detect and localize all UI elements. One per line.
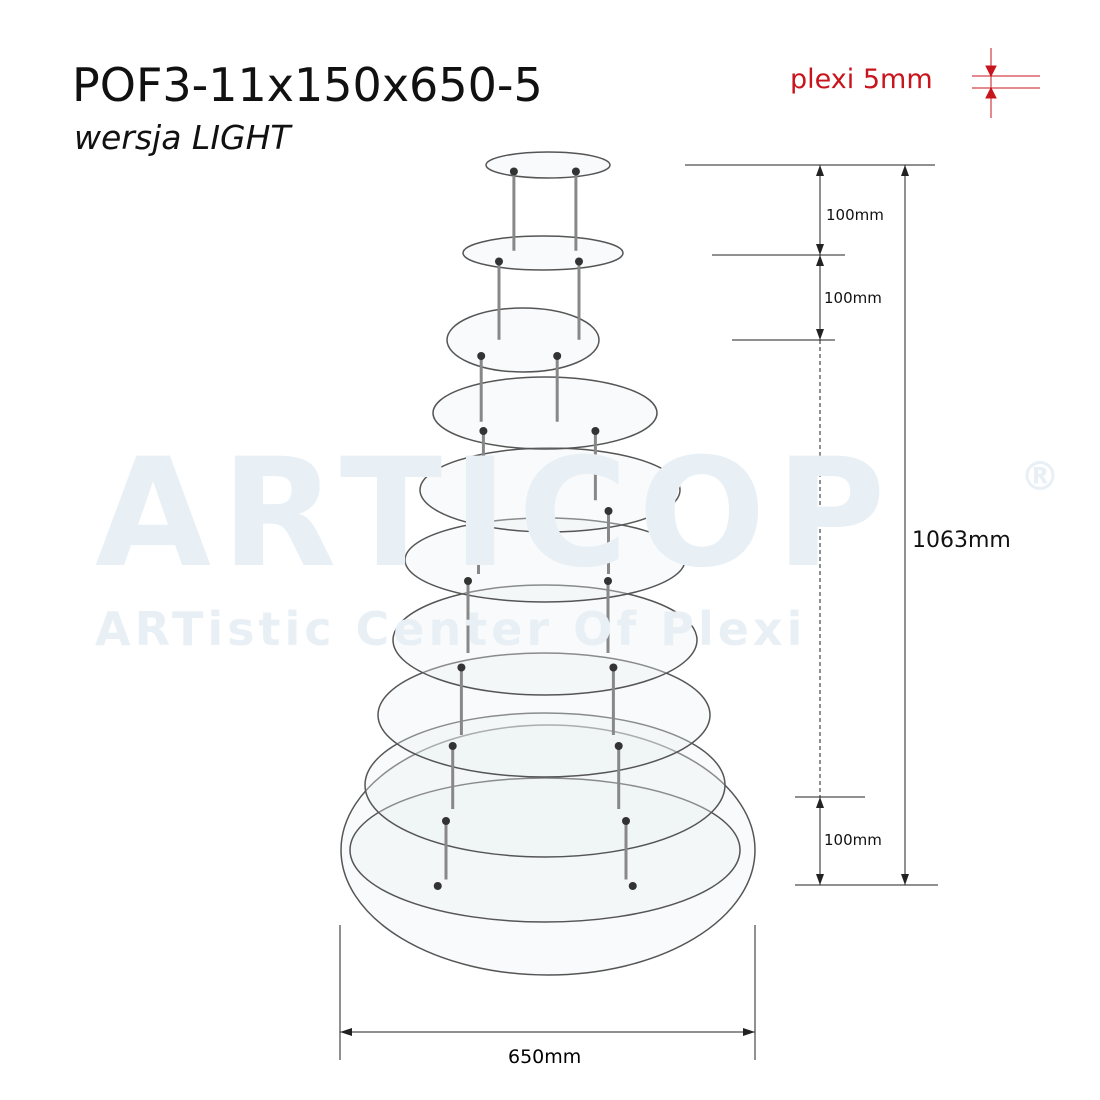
post-screw [609, 663, 618, 672]
tier-plate [404, 517, 686, 603]
post-screw [479, 427, 488, 435]
dim-tier-spacing-second: 100mm [824, 289, 882, 307]
material-label: plexi 5mm [790, 64, 933, 95]
dim-total-height: 1063mm [912, 528, 1011, 553]
version-subtitle: wersja LIGHT [74, 118, 291, 157]
post-screw [604, 507, 613, 515]
tier-plate [349, 777, 741, 923]
post-screw [474, 507, 483, 515]
post-screw [477, 352, 486, 360]
post-screw [604, 577, 612, 585]
post-screw [628, 882, 637, 890]
post-screw [448, 742, 457, 750]
dim-tier-spacing-bottom: 100mm [824, 831, 882, 849]
post-screw [614, 742, 623, 750]
product-code-title: POF3-11x150x650-5 [72, 58, 543, 112]
watermark-registered-mark: ® [1020, 454, 1060, 500]
tier-plate [462, 235, 624, 271]
tier-plate [419, 447, 681, 533]
tier-plate [432, 376, 658, 450]
tier-plate [485, 151, 611, 179]
dim-tier-spacing-top: 100mm [826, 206, 884, 224]
plexi-thickness-icon [972, 48, 1040, 118]
post-screw [575, 257, 583, 266]
tier-plate [340, 724, 756, 976]
post-screw [553, 352, 562, 360]
post-screw [509, 167, 518, 176]
watermark-logo-text: ARTICOP [95, 427, 896, 601]
post-screw [442, 817, 450, 825]
post-screw [591, 427, 600, 435]
post-screw [457, 663, 466, 672]
watermark-logo: ARTICOP ® ARTistic Center Of Plexi [95, 427, 1060, 656]
post-screw [571, 167, 580, 176]
tier-plate [446, 307, 600, 373]
dim-base-diameter: 650mm [508, 1046, 582, 1068]
post-screw [622, 817, 630, 825]
post-screw [495, 257, 503, 266]
watermark-tagline: ARTistic Center Of Plexi [95, 602, 806, 656]
cake-stand-tiers [340, 151, 756, 976]
post-screw [433, 882, 442, 890]
dimension-lines [339, 164, 938, 1060]
post-screw [464, 577, 472, 585]
